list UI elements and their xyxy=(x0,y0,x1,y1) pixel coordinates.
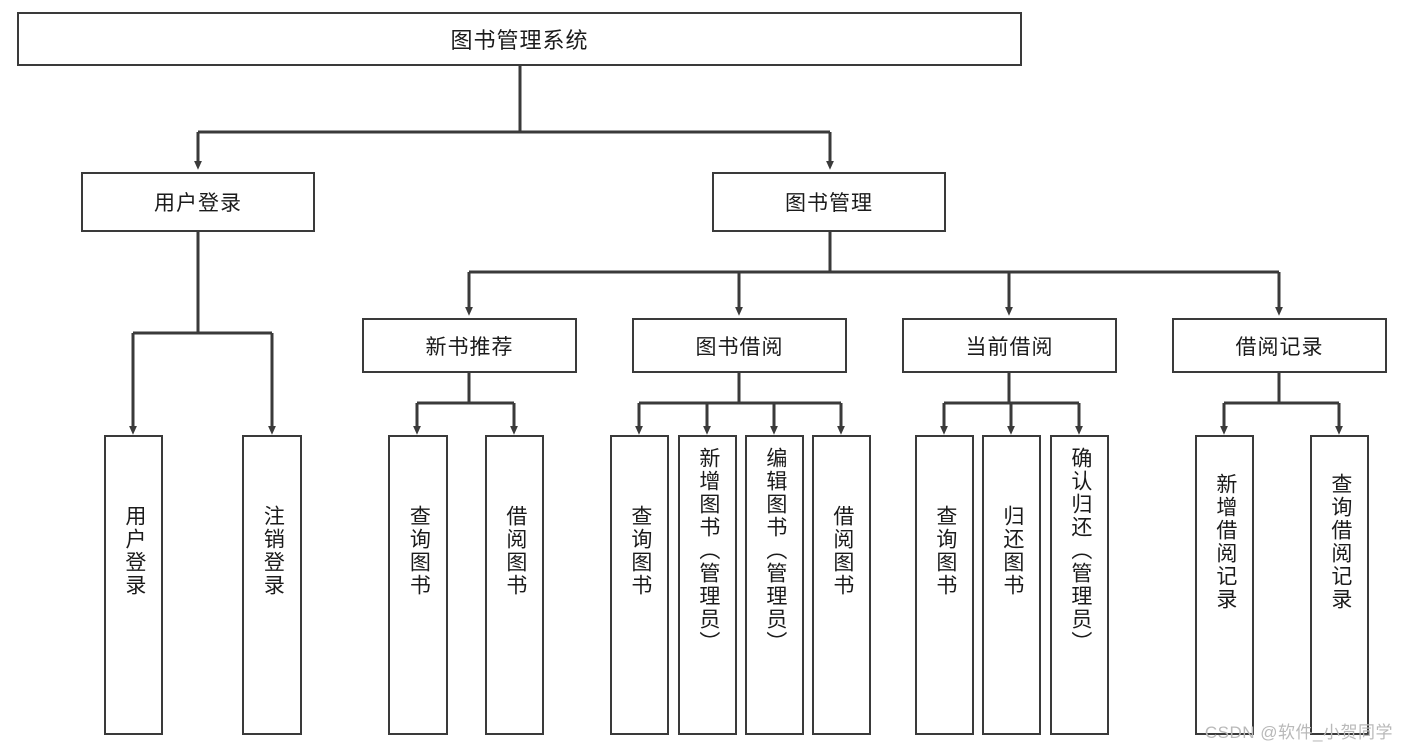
node-label: 图书管理 xyxy=(785,192,873,215)
leaf-label: 确认归还（管理员） xyxy=(1068,447,1092,654)
leaf-user-login[interactable]: 用户登录 xyxy=(104,435,163,735)
leaf-add-book[interactable]: 新增图书（管理员） xyxy=(678,435,737,735)
leaf-label: 新增借阅记录 xyxy=(1213,473,1237,611)
node-label: 当前借阅 xyxy=(965,335,1054,359)
leaf-label: 编辑图书（管理员） xyxy=(763,447,787,654)
leaf-label: 借阅图书 xyxy=(503,505,527,597)
leaf-edit-book[interactable]: 编辑图书（管理员） xyxy=(745,435,804,735)
leaf-user-logout[interactable]: 注销登录 xyxy=(242,435,302,735)
leaf-label: 查询图书 xyxy=(628,505,652,597)
leaf-borrow-book-1[interactable]: 借阅图书 xyxy=(485,435,544,735)
node-label: 借阅记录 xyxy=(1235,335,1324,359)
leaf-label: 查询图书 xyxy=(407,505,431,597)
leaf-confirm-return[interactable]: 确认归还（管理员） xyxy=(1050,435,1109,735)
leaf-query-book-2[interactable]: 查询图书 xyxy=(610,435,669,735)
leaf-query-borrow-record[interactable]: 查询借阅记录 xyxy=(1310,435,1369,735)
leaf-label: 查询借阅记录 xyxy=(1328,473,1352,611)
node-book-borrow[interactable]: 图书借阅 xyxy=(632,318,847,373)
leaf-borrow-book-2[interactable]: 借阅图书 xyxy=(812,435,871,735)
leaf-label: 新增图书（管理员） xyxy=(696,447,720,654)
node-root-book-management-system[interactable]: 图书管理系统 xyxy=(17,12,1022,66)
leaf-return-book[interactable]: 归还图书 xyxy=(982,435,1041,735)
leaf-add-borrow-record[interactable]: 新增借阅记录 xyxy=(1195,435,1254,735)
leaf-query-book-1[interactable]: 查询图书 xyxy=(388,435,448,735)
node-new-book-recommend[interactable]: 新书推荐 xyxy=(362,318,577,373)
node-label: 图书管理系统 xyxy=(450,28,589,53)
node-user-login[interactable]: 用户登录 xyxy=(81,172,315,232)
leaf-query-book-3[interactable]: 查询图书 xyxy=(915,435,974,735)
node-label: 图书借阅 xyxy=(695,335,784,359)
leaf-label: 注销登录 xyxy=(261,505,285,597)
node-label: 用户登录 xyxy=(154,192,242,215)
leaf-label: 借阅图书 xyxy=(830,505,854,597)
node-borrow-record[interactable]: 借阅记录 xyxy=(1172,318,1387,373)
leaf-label: 用户登录 xyxy=(122,505,146,597)
node-label: 新书推荐 xyxy=(425,335,514,359)
leaf-label: 归还图书 xyxy=(1000,505,1024,597)
node-current-borrow[interactable]: 当前借阅 xyxy=(902,318,1117,373)
node-book-manage[interactable]: 图书管理 xyxy=(712,172,946,232)
leaf-label: 查询图书 xyxy=(933,505,957,597)
